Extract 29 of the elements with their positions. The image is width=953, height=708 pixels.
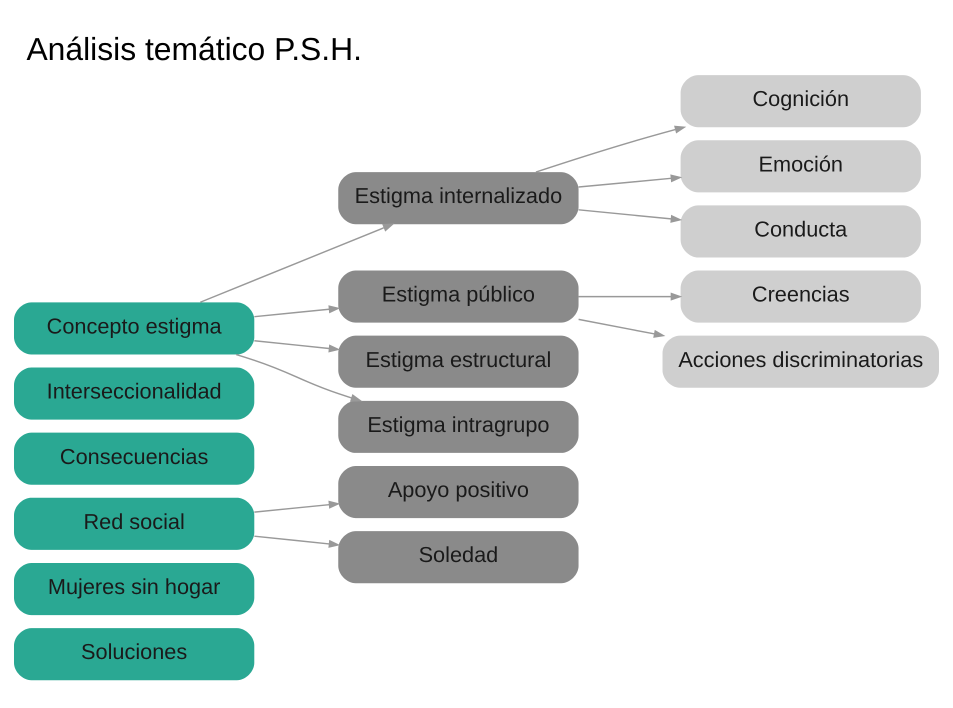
diagram-title: Análisis temático P.S.H. — [26, 30, 362, 67]
arrow — [254, 340, 340, 352]
arrow — [578, 208, 682, 222]
node-box: Soledad — [338, 530, 579, 583]
node-box: Red social — [14, 497, 254, 550]
arrow — [254, 534, 340, 548]
node-box: Acciones discriminatorias — [662, 335, 939, 388]
arrow — [578, 292, 682, 300]
node-box: Cognición — [680, 74, 921, 127]
node-box: Conducta — [680, 204, 921, 257]
node-box: Estigma intragrupo — [338, 400, 579, 452]
node-box: Soluciones — [14, 628, 254, 680]
node-box: Mujeres sin hogar — [14, 562, 254, 615]
arrow — [236, 353, 362, 402]
arrow — [254, 500, 340, 512]
node-box: Interseccionalidad — [14, 367, 254, 420]
node-box: Estigma internalizado — [338, 172, 579, 224]
node-box: Apoyo positivo — [338, 465, 579, 518]
node-box: Estigma público — [338, 270, 579, 322]
node-box: Estigma estructural — [338, 335, 579, 388]
arrow — [254, 304, 340, 317]
node-box: Emoción — [680, 140, 921, 192]
arrow — [578, 174, 682, 188]
node-box: Creencias — [680, 270, 921, 322]
node-box: Concepto estigma — [14, 302, 254, 354]
node-box: Consecuencias — [14, 432, 254, 484]
arrow — [200, 223, 394, 302]
arrow — [578, 318, 666, 338]
arrow — [536, 125, 686, 172]
